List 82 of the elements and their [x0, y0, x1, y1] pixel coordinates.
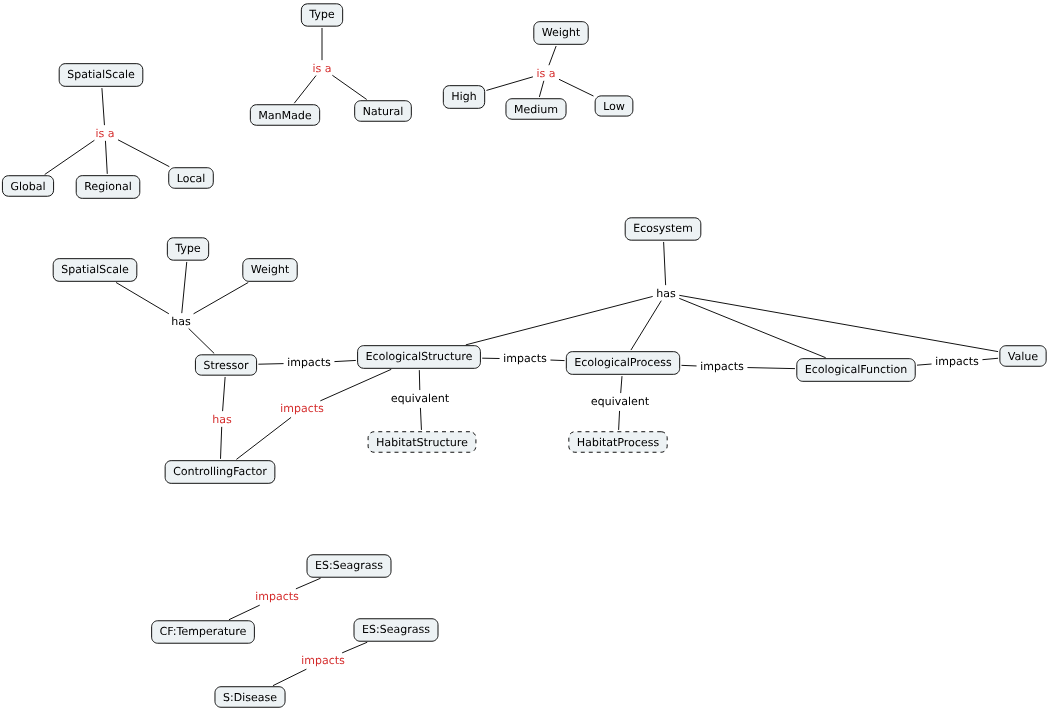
- connector-line: [538, 80, 545, 98]
- connector-line: [257, 363, 285, 365]
- linking-phrase: is a: [310, 61, 334, 75]
- connector-line: [618, 410, 621, 431]
- concept-box: HabitatProcess: [568, 431, 668, 453]
- concept-box: Natural: [354, 100, 412, 122]
- linking-phrase: has: [210, 412, 234, 426]
- linking-phrase: impacts: [501, 351, 549, 367]
- concept-box: ManMade: [249, 104, 321, 126]
- concept-box: ES:Seagrass: [353, 618, 439, 642]
- linking-phrase: equivalent: [388, 391, 452, 407]
- linking-phrase: impacts: [278, 401, 326, 417]
- connector-line: [485, 76, 534, 91]
- concept-box: EcologicalFunction: [796, 358, 916, 382]
- linking-phrase: impacts: [299, 653, 347, 669]
- connector-line: [419, 407, 422, 431]
- concept-box: SpatialScale: [58, 63, 144, 87]
- concept-box: Low: [594, 95, 634, 117]
- concept-box: SpatialScale: [52, 258, 138, 282]
- linking-phrase: has: [169, 314, 193, 328]
- connector-line: [550, 359, 565, 362]
- connector-line: [418, 369, 421, 391]
- connector-line: [188, 328, 215, 354]
- concept-box: S:Disease: [214, 686, 286, 708]
- concept-box: Local: [168, 167, 214, 189]
- linking-phrase: impacts: [285, 355, 333, 371]
- concept-box: CF:Temperature: [151, 620, 255, 644]
- connector-line: [222, 376, 226, 412]
- connector-line: [747, 367, 796, 370]
- connector-line: [193, 282, 249, 315]
- concept-box: EcologicalStructure: [357, 345, 481, 369]
- linking-phrase: impacts: [253, 589, 301, 605]
- connector-line: [663, 241, 667, 286]
- connector-line: [105, 140, 108, 175]
- concept-box: Value: [999, 345, 1047, 367]
- concept-box: Type: [166, 237, 210, 261]
- connector-line: [981, 357, 999, 361]
- linking-phrase: is a: [534, 66, 558, 80]
- connector-line: [235, 416, 292, 460]
- connector-line: [44, 139, 95, 175]
- connector-line: [181, 261, 188, 314]
- concept-box: Weight: [242, 258, 298, 282]
- connector-line: [620, 375, 623, 394]
- concept-box: HabitatStructure: [367, 431, 477, 453]
- connector-line: [101, 87, 105, 126]
- concept-box: Stressor: [194, 354, 258, 376]
- linking-phrase: impacts: [933, 354, 981, 370]
- connector-line: [465, 295, 654, 346]
- connector-line: [334, 359, 357, 363]
- concept-box: Global: [1, 175, 55, 197]
- concept-box: Weight: [533, 21, 589, 45]
- concept-box: Ecosystem: [624, 217, 702, 241]
- connector-line: [678, 297, 827, 359]
- linking-phrase: equivalent: [588, 394, 652, 410]
- connector-line: [228, 604, 261, 621]
- connector-line: [681, 364, 698, 367]
- linking-phrase: impacts: [698, 359, 746, 375]
- concept-box: ControllingFactor: [164, 460, 276, 484]
- connector-line: [341, 641, 368, 654]
- concept-box: Medium: [505, 98, 567, 120]
- concept-box: Regional: [75, 175, 141, 199]
- connector-line: [548, 45, 557, 66]
- concept-box: ES:Seagrass: [306, 554, 392, 578]
- connector-line: [321, 27, 323, 61]
- concept-box: EcologicalProcess: [565, 351, 681, 375]
- concept-box: Type: [300, 3, 344, 27]
- connector-line: [115, 282, 170, 315]
- connector-line: [272, 668, 307, 687]
- concept-box: High: [442, 85, 486, 109]
- connector-line: [220, 426, 223, 460]
- linking-phrase: has: [654, 286, 678, 300]
- connector-line: [295, 577, 322, 590]
- connector-line: [630, 300, 662, 351]
- linking-phrase: is a: [93, 126, 117, 140]
- connector-line: [916, 363, 933, 366]
- connector-line: [117, 139, 170, 168]
- connector-line: [481, 357, 501, 359]
- connector-line: [293, 75, 317, 104]
- connector-line: [558, 78, 594, 97]
- connector-line: [319, 368, 392, 402]
- connector-line: [331, 74, 368, 100]
- connector-line: [678, 294, 999, 353]
